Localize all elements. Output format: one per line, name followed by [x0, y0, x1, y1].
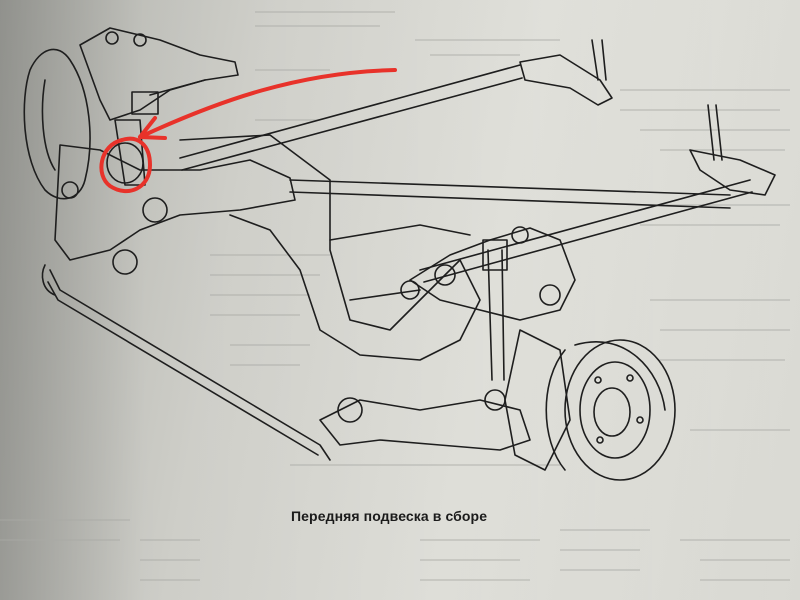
arrow-head — [138, 116, 167, 140]
arrow-line — [138, 68, 397, 139]
faint-background-text — [0, 11, 790, 581]
figure-caption: Передняя подвеска в сборе — [291, 508, 488, 524]
highlight-circle — [99, 136, 152, 193]
red-annotation — [99, 68, 397, 193]
